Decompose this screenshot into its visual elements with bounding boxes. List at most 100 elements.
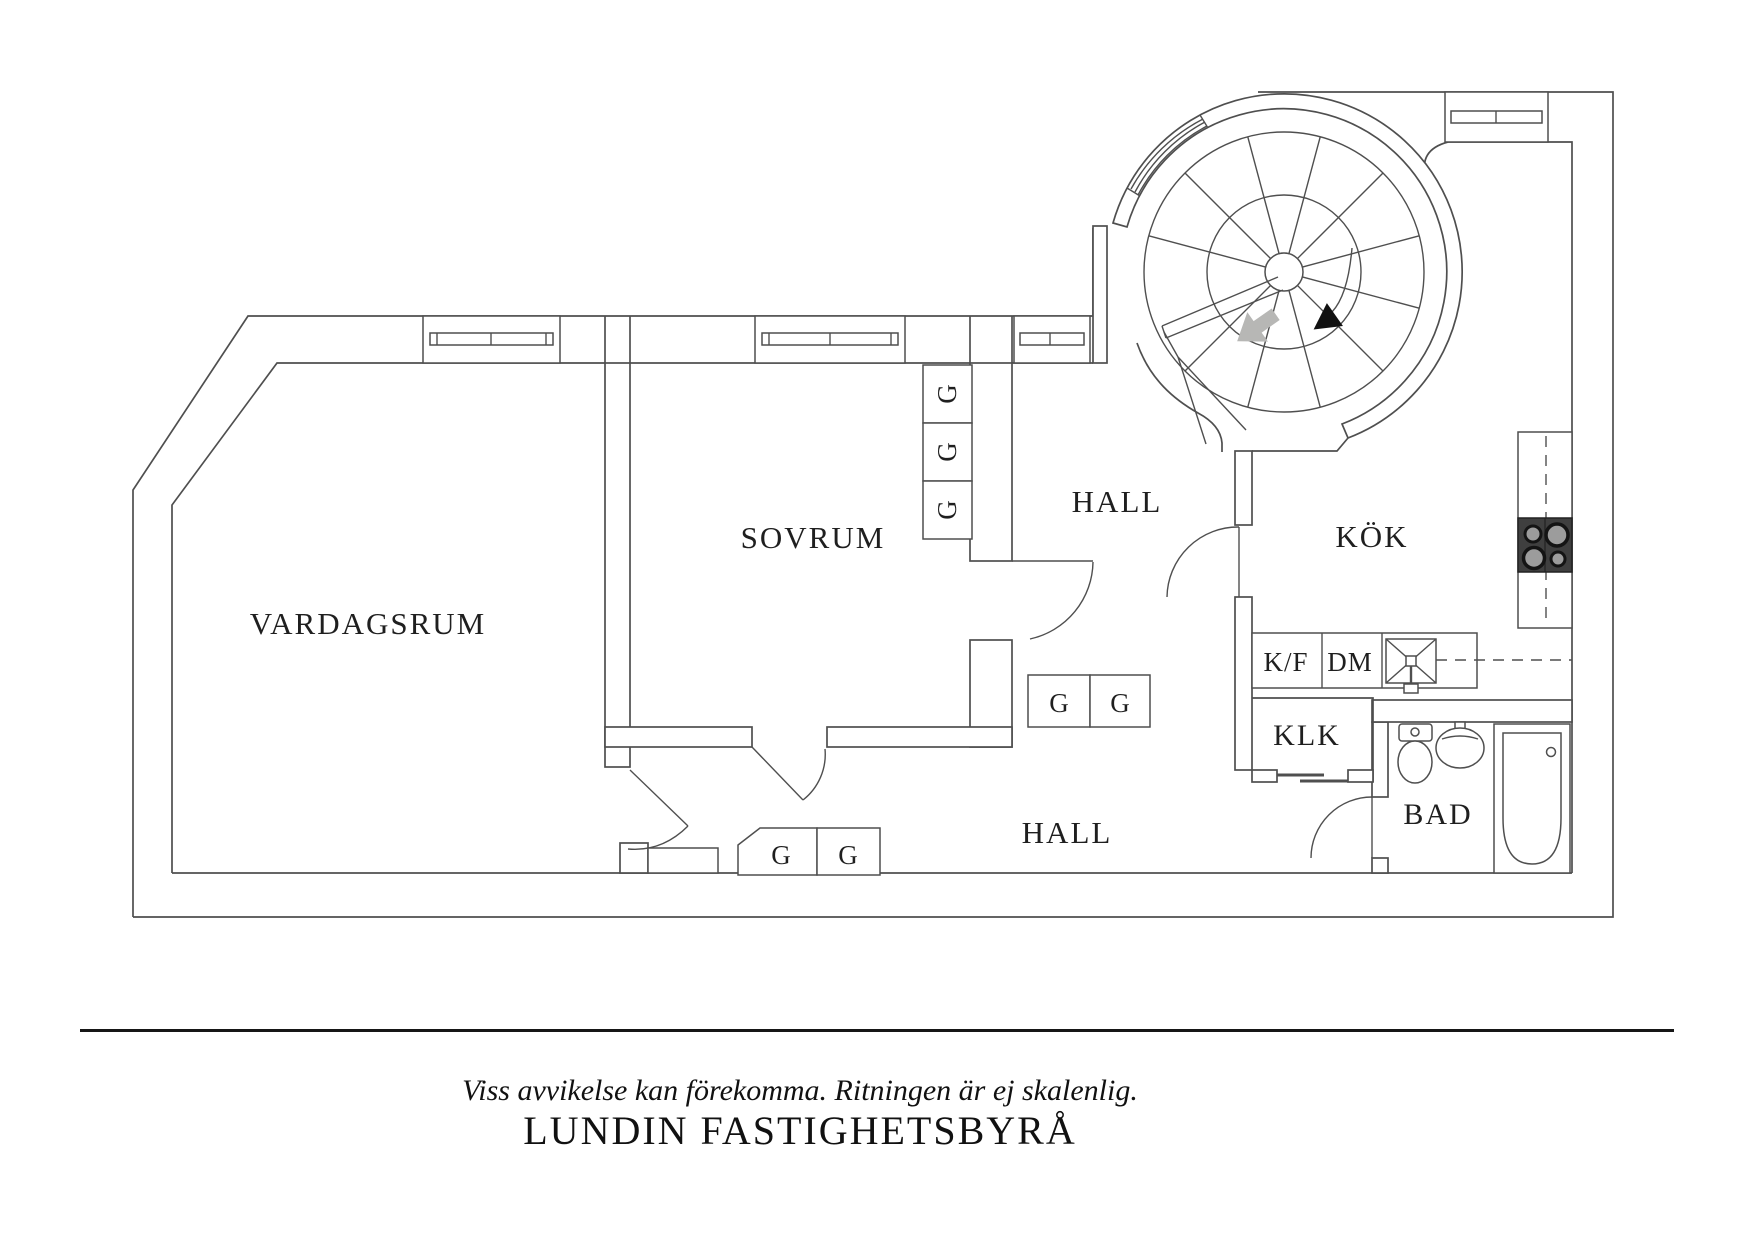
interior-walls bbox=[604, 362, 1573, 874]
curved-window-cap bbox=[1126, 187, 1141, 197]
footer-disclaimer: Viss avvikelse kan förekomma. Ritningen … bbox=[462, 1074, 1138, 1107]
door-leaf bbox=[629, 769, 689, 827]
wall-sovrum-south-left bbox=[604, 726, 753, 748]
toilet-button bbox=[1410, 727, 1420, 737]
wall-vardagsrum-door-stub bbox=[619, 842, 649, 874]
stair-step-line bbox=[1184, 284, 1272, 372]
wardrobe-box bbox=[1027, 674, 1091, 728]
stair-step-line bbox=[1302, 276, 1420, 309]
window-hall bbox=[1013, 315, 1091, 364]
door-hall-upper bbox=[1012, 560, 1094, 640]
wardrobe-box bbox=[922, 480, 973, 540]
stair-direction-curve bbox=[1331, 247, 1353, 313]
curved-window-line bbox=[1134, 121, 1206, 193]
sink-center bbox=[1405, 655, 1417, 667]
wall-bad-top bbox=[1371, 699, 1573, 723]
stair-step-line bbox=[1296, 284, 1384, 372]
window-frame bbox=[1019, 332, 1085, 346]
room-label-klk: KLK bbox=[1273, 719, 1341, 752]
burner bbox=[1544, 522, 1570, 548]
door-klk-sliding bbox=[1277, 773, 1348, 783]
wardrobes: G G G G G G G bbox=[647, 364, 1151, 876]
kitchen-fixtures bbox=[1251, 431, 1573, 694]
room-label-kok: KÖK bbox=[1335, 519, 1408, 554]
burner bbox=[1549, 550, 1567, 568]
wall-bad-left bbox=[1371, 721, 1389, 798]
door-swing-arc bbox=[1166, 526, 1240, 598]
landing-step bbox=[1163, 331, 1179, 358]
room-label-sovrum: SOVRUM bbox=[741, 520, 886, 555]
wardrobe-label: G bbox=[771, 840, 791, 870]
wall-vardagsrum-sovrum bbox=[604, 362, 631, 768]
wardrobe-label: G bbox=[838, 840, 858, 870]
room-label-bad: BAD bbox=[1403, 798, 1472, 831]
door-swing-arc bbox=[802, 748, 826, 801]
wardrobe-box bbox=[816, 827, 881, 876]
turret-kitchen-jog bbox=[1252, 437, 1349, 452]
curved-window-line bbox=[1137, 125, 1208, 196]
wall-klk bbox=[1252, 697, 1374, 782]
stair-step-line bbox=[1288, 290, 1321, 408]
wardrobe-label: G bbox=[1110, 688, 1130, 718]
wardrobe-label: G bbox=[932, 384, 962, 404]
door-vardagsrum bbox=[627, 769, 689, 851]
turret-wall-band bbox=[1111, 92, 1463, 440]
room-label-vardagsrum: VARDAGSRUM bbox=[250, 606, 487, 641]
stair-step-line bbox=[1296, 172, 1384, 260]
bathtub bbox=[1493, 723, 1571, 874]
stair-center-post bbox=[1264, 252, 1304, 292]
wall-sovrum-hall-upper bbox=[969, 362, 1013, 562]
stair-fan-line bbox=[1177, 356, 1207, 445]
turret-curved-window bbox=[1126, 114, 1209, 197]
window-sovrum bbox=[754, 315, 906, 364]
stair-direction-arrow-black bbox=[1313, 303, 1343, 330]
window-vardagsrum bbox=[422, 315, 561, 364]
footer: Viss avvikelse kan förekomma. Ritningen … bbox=[80, 1029, 1674, 1153]
wall-sovrum-south-right bbox=[826, 726, 1013, 748]
exterior-walls bbox=[132, 91, 1614, 918]
wall-klk-stub-left bbox=[1251, 769, 1278, 783]
sink-faucet-base bbox=[1403, 683, 1419, 694]
stove bbox=[1517, 517, 1573, 573]
appliance-label-dm: DM bbox=[1327, 647, 1373, 677]
wall-klk-stub-right bbox=[1347, 769, 1374, 783]
bathtub-drain bbox=[1545, 746, 1557, 758]
door-leaf bbox=[751, 746, 804, 801]
wall-turret-connector bbox=[1092, 225, 1108, 364]
stair-outer-circle bbox=[1143, 131, 1425, 413]
bathtub-inner bbox=[1502, 732, 1562, 865]
stair-direction-arrow-gray bbox=[1237, 308, 1280, 342]
landing-edge bbox=[1161, 276, 1279, 327]
stair-step-line bbox=[1184, 172, 1272, 260]
stair-step-line bbox=[1288, 136, 1321, 254]
stair-mid-circle bbox=[1206, 194, 1362, 350]
stair-step-line bbox=[1247, 290, 1280, 408]
stair-step-line bbox=[1148, 235, 1266, 268]
windows bbox=[422, 91, 1549, 364]
burner bbox=[1523, 524, 1543, 544]
landing-edge bbox=[1165, 289, 1284, 339]
wardrobe-label: G bbox=[932, 442, 962, 462]
wall-bad-left-stub bbox=[1371, 857, 1389, 874]
spiral-staircase bbox=[1143, 131, 1425, 445]
stair-step-line bbox=[1302, 235, 1420, 268]
footer-divider-line bbox=[80, 1029, 1674, 1032]
doors bbox=[627, 526, 1373, 859]
washbasin bbox=[1435, 721, 1485, 769]
stair-step-line bbox=[1247, 136, 1280, 254]
stair-fan-line bbox=[1177, 356, 1247, 431]
curved-window-cap bbox=[1199, 114, 1209, 129]
wardrobe-label: G bbox=[1049, 688, 1069, 718]
door-swing-arc bbox=[1310, 796, 1373, 859]
stair-turret bbox=[1111, 92, 1463, 452]
basin-edge bbox=[1441, 735, 1479, 740]
room-labels: VARDAGSRUM SOVRUM HALL KÖK KLK BAD HALL … bbox=[250, 484, 1472, 850]
toilet bbox=[1397, 723, 1433, 784]
stair-steps bbox=[1148, 136, 1420, 408]
turret-lower-wall bbox=[1136, 342, 1223, 452]
wall-hall-kok-lower bbox=[1234, 596, 1253, 771]
wardrobe-box bbox=[922, 422, 973, 482]
curved-window-line bbox=[1130, 118, 1204, 190]
